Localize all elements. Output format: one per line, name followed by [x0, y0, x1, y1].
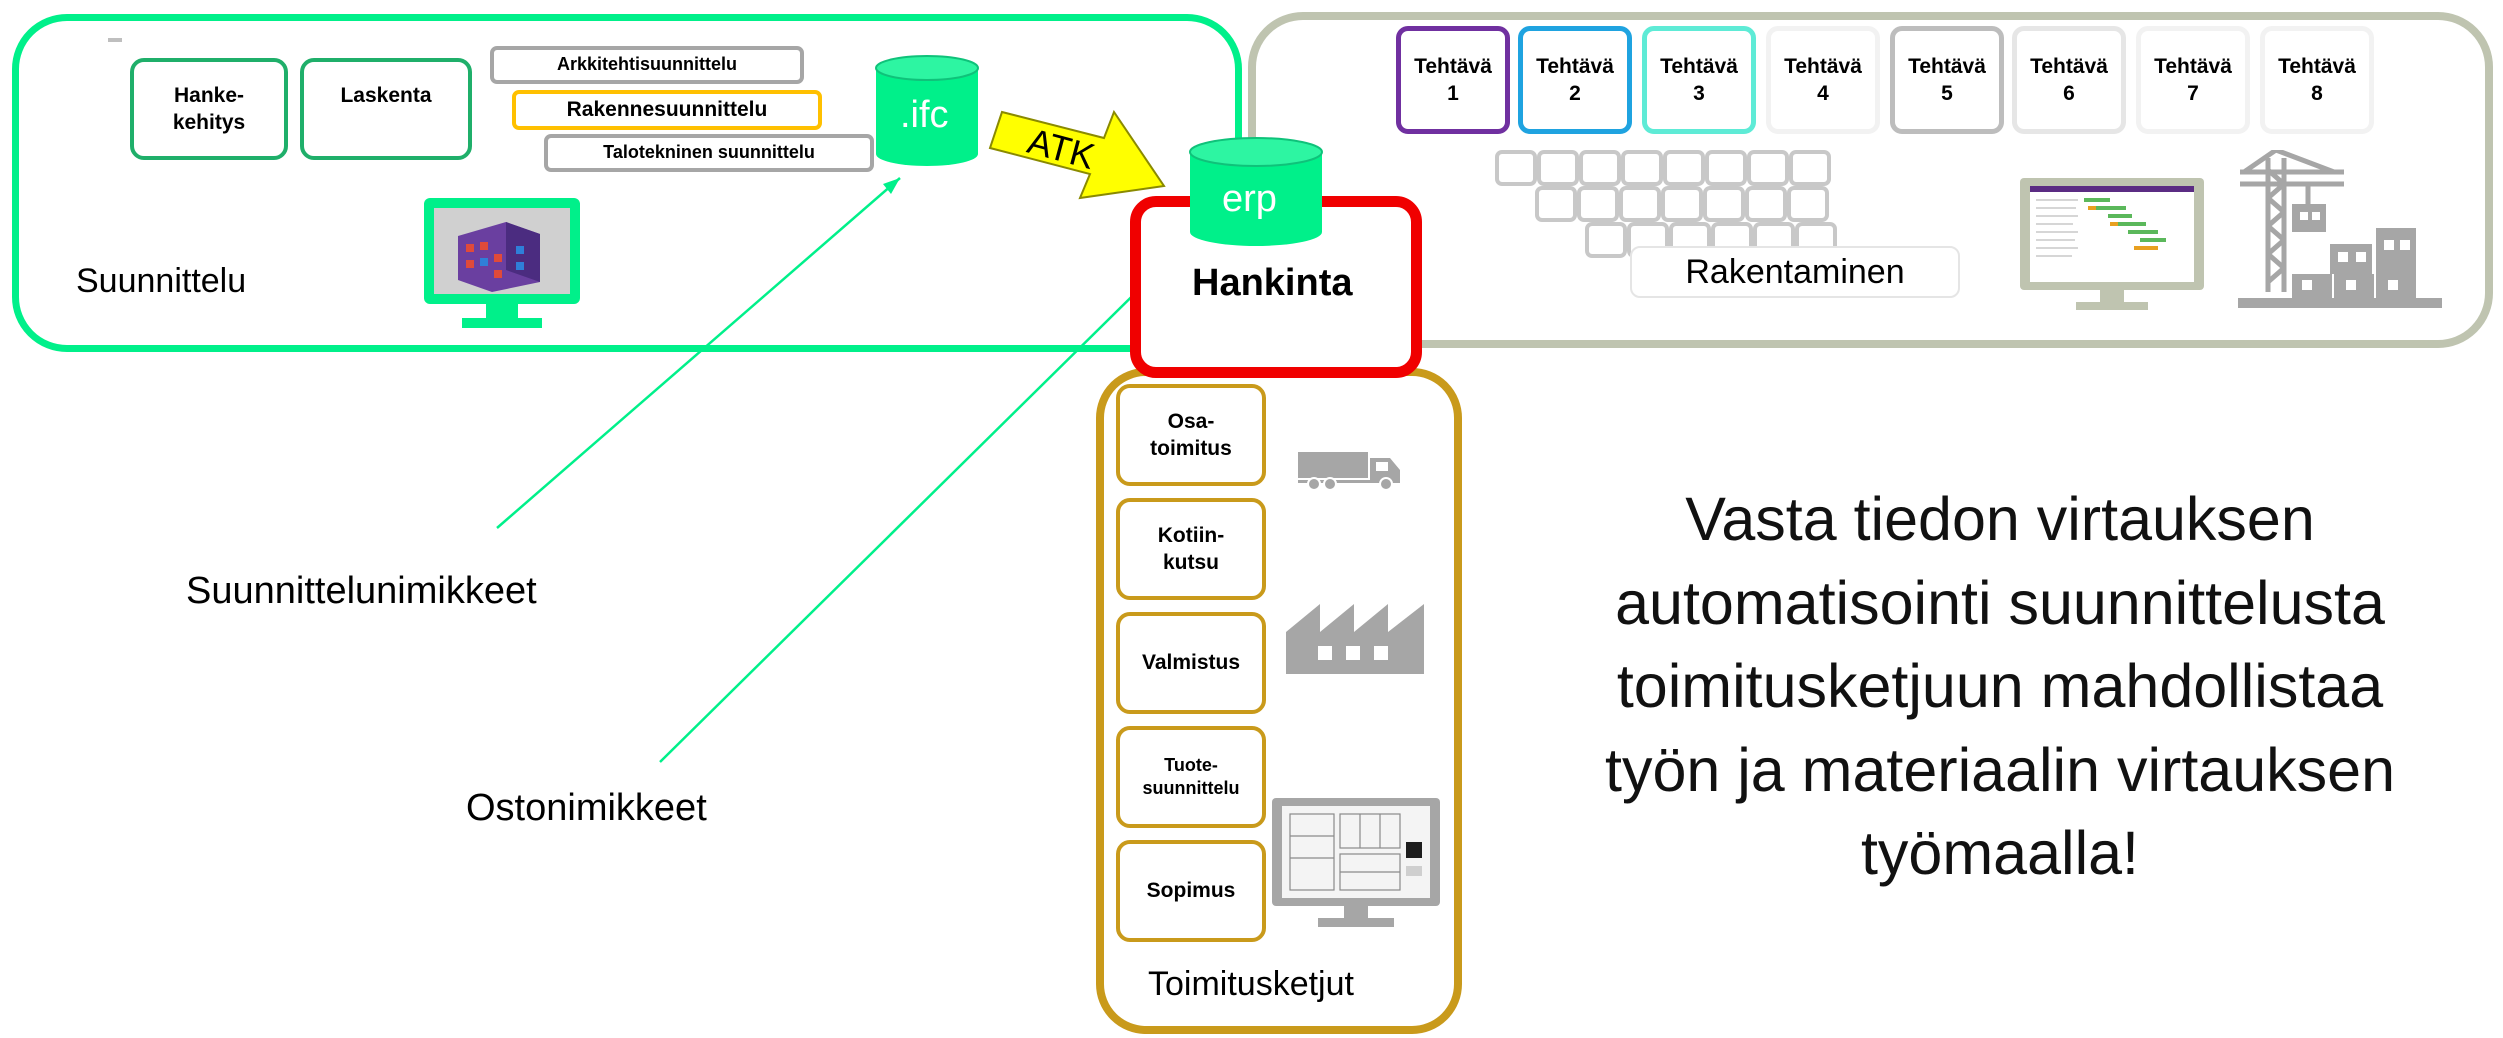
task-box-7: Tehtävä 7: [2136, 26, 2250, 134]
construction-label: Rakentaminen: [1630, 246, 1960, 298]
element-tile: [1577, 186, 1619, 222]
supply-step-5: Sopimus: [1116, 840, 1266, 942]
drawing-monitor-icon: [1270, 796, 1442, 930]
erp-label: erp: [1222, 178, 1277, 220]
supply-step-2: Kotiin- kutsu: [1116, 498, 1266, 600]
element-tile: [1703, 186, 1745, 222]
element-grid-icon: [1495, 150, 2015, 340]
ifc-database-icon: [875, 55, 979, 166]
crane-icon: [2234, 147, 2446, 310]
building-model-monitor-icon: [422, 196, 582, 336]
task-box-4: Tehtävä 4: [1766, 26, 1880, 134]
discipline-structural: Rakennesuunnittelu: [512, 90, 822, 130]
phase-hankekehitys: Hanke- kehitys: [130, 58, 288, 160]
supply-step-3: Valmistus: [1116, 612, 1266, 714]
task-box-2: Tehtävä 2: [1518, 26, 1632, 134]
element-tile: [1663, 150, 1705, 186]
truck-icon: [1296, 446, 1404, 492]
element-tile: [1787, 186, 1829, 222]
element-tile: [1747, 150, 1789, 186]
element-tile: [1661, 186, 1703, 222]
design-items-label: Suunnittelunimikkeet: [186, 570, 537, 612]
schedule-monitor-icon: [2018, 176, 2206, 312]
element-tile: [1537, 150, 1579, 186]
element-tile: [1705, 150, 1747, 186]
element-tile: [1579, 150, 1621, 186]
supply-step-1: Osa- toimitus: [1116, 384, 1266, 486]
atk-arrow: [988, 109, 1166, 200]
element-tile: [1535, 186, 1577, 222]
purchase-items-label: Ostonimikkeet: [466, 787, 707, 829]
discipline-architecture: Arkkitehtisuunnittelu: [490, 46, 804, 84]
supply-chain-label: Toimitusketjut: [1148, 965, 1354, 1003]
design-label: Suunnittelu: [76, 262, 247, 300]
phase-laskenta: Laskenta: [300, 58, 472, 160]
element-tile: [1745, 186, 1787, 222]
element-tile: [1789, 150, 1831, 186]
task-box-1: Tehtävä 1: [1396, 26, 1510, 134]
erp-database-icon: [1189, 137, 1323, 246]
element-tile: [1621, 150, 1663, 186]
task-box-8: Tehtävä 8: [2260, 26, 2374, 134]
task-box-5: Tehtävä 5: [1890, 26, 2004, 134]
task-box-3: Tehtävä 3: [1642, 26, 1756, 134]
procurement-label: Hankinta: [1192, 262, 1353, 304]
discipline-building-services: Talotekninen suunnittelu: [544, 134, 874, 172]
element-tile: [1619, 186, 1661, 222]
ifc-label: .ifc: [900, 94, 949, 136]
task-box-6: Tehtävä 6: [2012, 26, 2126, 134]
supply-step-4: Tuote- suunnittelu: [1116, 726, 1266, 828]
slide-marker: [108, 38, 122, 42]
key-message: Vasta tiedon virtauksen automatisointi s…: [1605, 485, 2395, 888]
element-tile: [1585, 222, 1627, 258]
element-tile: [1495, 150, 1537, 186]
factory-icon: [1284, 602, 1426, 676]
